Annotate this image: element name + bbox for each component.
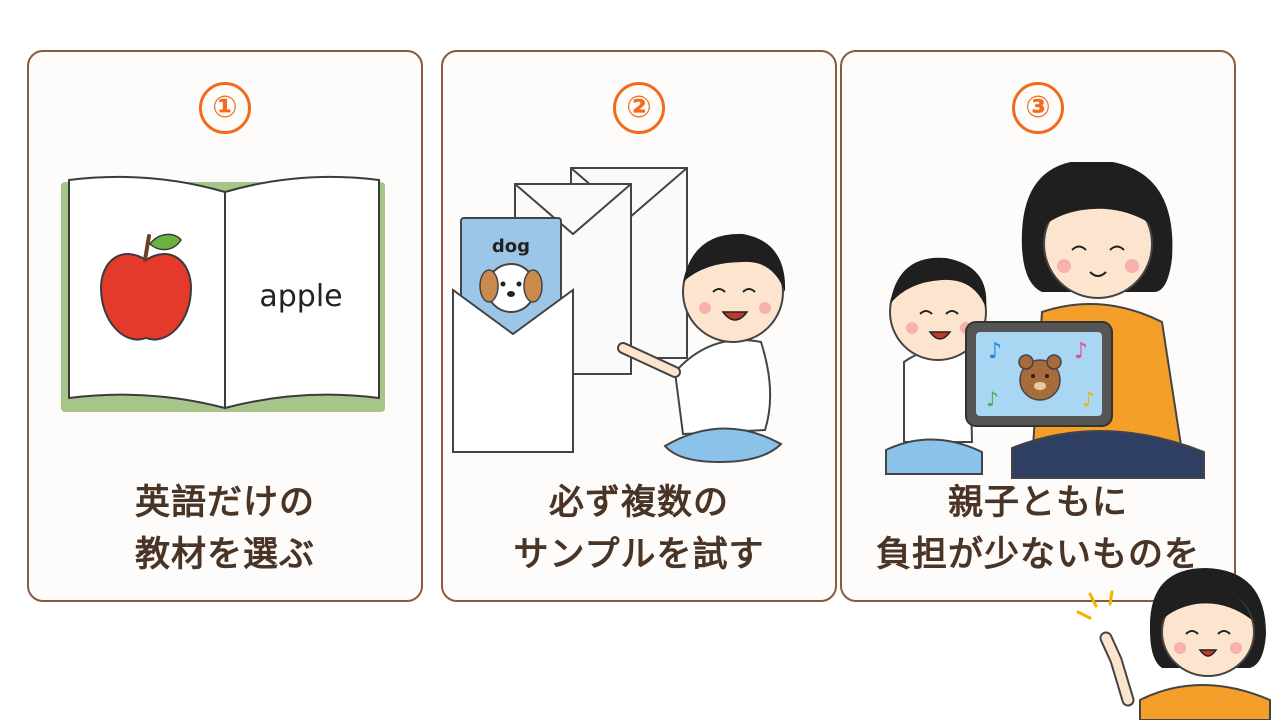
samples-illustration: dog (452, 167, 786, 464)
music-note-icon: ♪ ♪ ♪ ♪ (986, 339, 1095, 411)
caption-line: 必ず複数の (548, 483, 729, 523)
step-caption-3: 親子ともに 負担が少ないものを (842, 477, 1234, 581)
open-book-illustration: apple (61, 175, 385, 412)
step-caption-1: 英語だけの 教材を選ぶ (29, 477, 421, 581)
caption-line: 教材を選ぶ (134, 535, 315, 575)
caption-line: サンプルを試す (513, 535, 765, 575)
svg-text:♪: ♪ (988, 339, 1002, 364)
svg-text:♪: ♪ (986, 387, 999, 411)
book-word: apple (259, 279, 342, 314)
caption-line: 親子ともに (947, 483, 1128, 523)
step-card-2: ② dog 必ず複数の (441, 50, 837, 602)
svg-text:♪: ♪ (1082, 387, 1095, 411)
step-card-3: ③ (840, 50, 1236, 602)
apple-icon (99, 233, 193, 341)
child-sitting-icon (617, 233, 786, 464)
card-word: dog (492, 236, 530, 257)
sparkle-lines-icon (1076, 590, 1114, 620)
step-number-3: ③ (1012, 82, 1064, 134)
caption-line: 負担が少ないものを (875, 535, 1200, 575)
step-caption-2: 必ず複数の サンプルを試す (443, 477, 835, 581)
caption-line: 英語だけの (134, 483, 315, 523)
step-number-2: ② (613, 82, 665, 134)
mother-icon (1011, 162, 1205, 479)
tablet-icon (965, 321, 1113, 427)
parent-child-tablet-illustration: ♪ ♪ ♪ ♪ (885, 162, 1205, 479)
dog-icon (479, 263, 543, 313)
step-card-1: ① apple 英語だけの 教材を選ぶ (27, 50, 423, 602)
pointing-woman-illustration (1076, 568, 1271, 720)
step-number-1: ① (199, 82, 251, 134)
child-icon (885, 257, 987, 475)
svg-text:♪: ♪ (1074, 339, 1088, 364)
